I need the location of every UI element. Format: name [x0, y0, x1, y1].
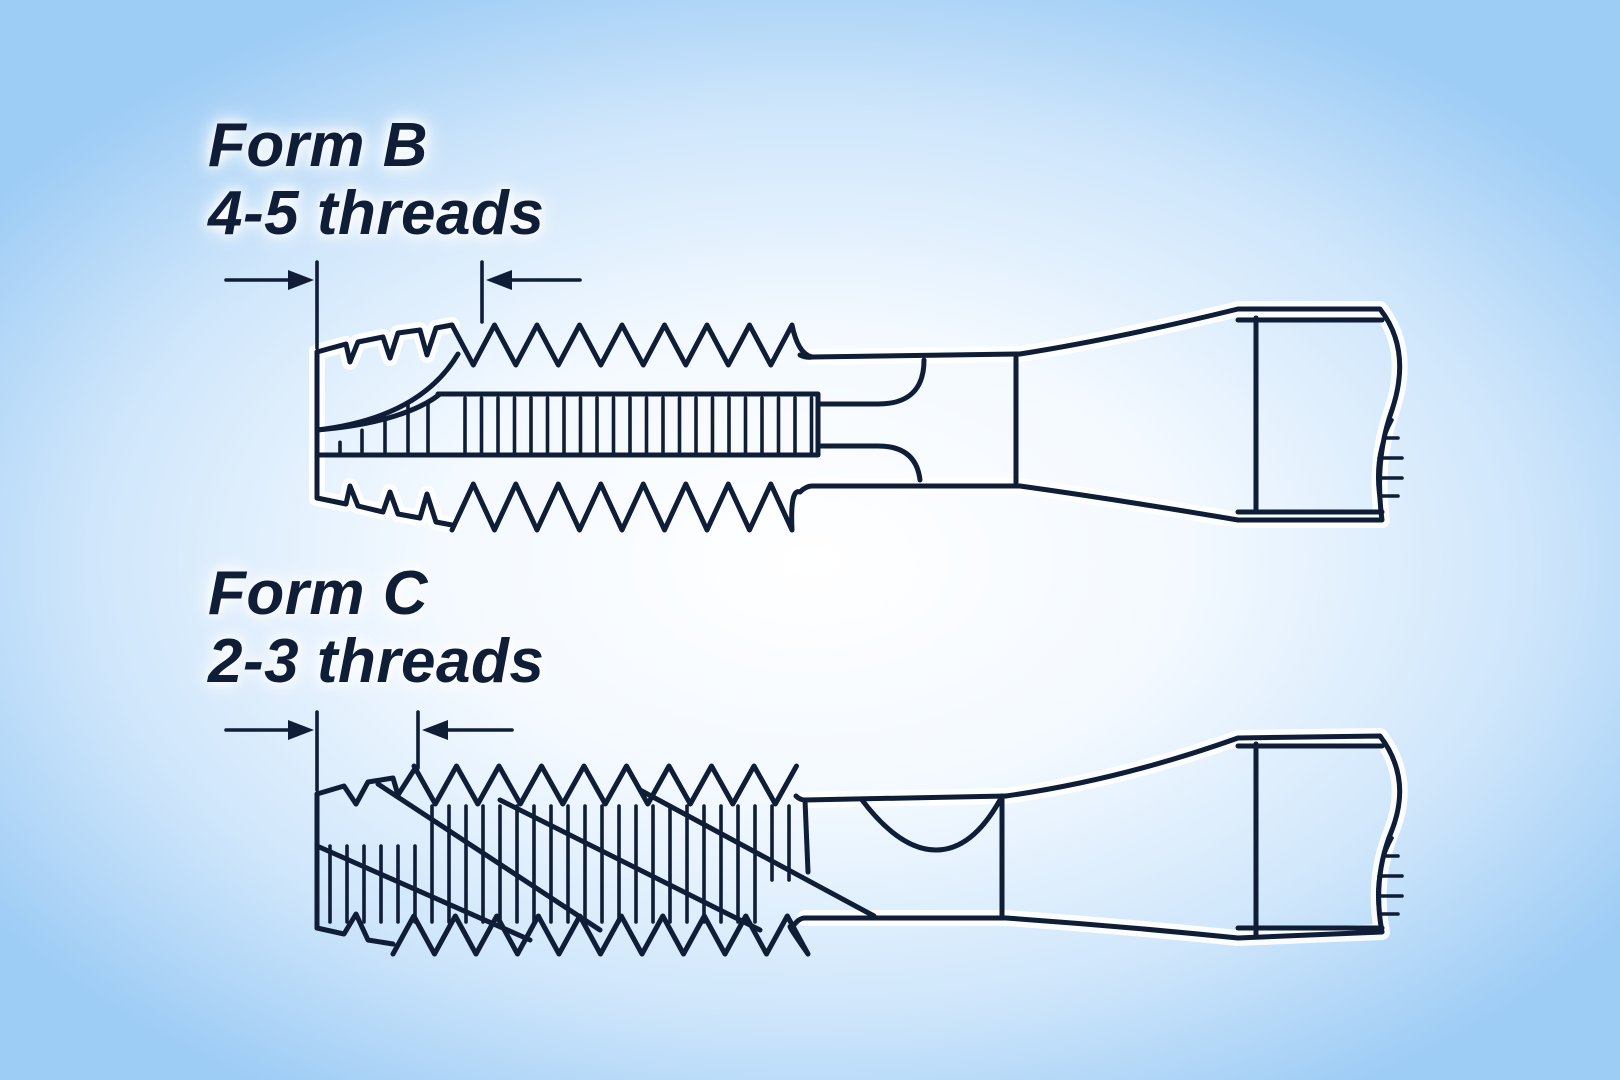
form-c-flute-hatch [328, 804, 791, 924]
form-c-shank [1003, 733, 1403, 941]
form-c-neck-top [793, 793, 1009, 803]
form-b-title: Form B [208, 111, 428, 180]
form-b-neck-bottom [797, 483, 1023, 495]
form-c-threads: 2-3 threads [208, 627, 545, 696]
form-b-end-hatch [1376, 418, 1404, 514]
form-c-arrow-left-head [288, 720, 314, 740]
form-c-end-hatch [1376, 836, 1404, 932]
form-c-arrow-right-head [422, 720, 448, 740]
form-b-flute-runout-top [815, 357, 927, 407]
form-b-dimension [224, 260, 582, 350]
form-c-spiral-edge-3 [497, 797, 763, 933]
form-c-tap [224, 710, 1408, 957]
form-c-threads-top [411, 763, 799, 807]
form-b-flute-runout-bottom [815, 443, 923, 483]
form-c-neck-bottom [789, 915, 1009, 931]
form-b-threads: 4-5 threads [208, 179, 545, 248]
form-b-chamfer-bottom [314, 483, 455, 528]
form-b-tap [224, 260, 1408, 533]
form-c-chamfer-bottom [314, 911, 396, 947]
form-c-spiral-edge-1 [314, 843, 533, 943]
form-c-spiral-edge-2 [375, 781, 603, 933]
form-b-flute [314, 351, 821, 458]
form-b-arrow-right-head [486, 270, 512, 290]
form-b-arrow-left-head [288, 270, 314, 290]
form-c-label: Form C 2-3 threads [208, 560, 544, 696]
form-b-flute-hatch [338, 396, 814, 454]
form-b-threads-bottom [449, 481, 803, 533]
form-c-runout [859, 797, 1003, 853]
form-b-chamfer-top [314, 322, 455, 365]
form-b-neck-top [797, 351, 1023, 360]
form-b-flute-curve [314, 391, 443, 433]
form-c-dimension [224, 710, 514, 792]
form-c-spiral-edge-4 [637, 787, 877, 919]
form-b-threads-top [449, 322, 815, 368]
form-b-shank [1017, 306, 1403, 523]
form-c-flute-end [802, 797, 811, 875]
form-b-label: Form B 4-5 threads [208, 112, 544, 248]
form-c-title: Form C [208, 559, 428, 628]
